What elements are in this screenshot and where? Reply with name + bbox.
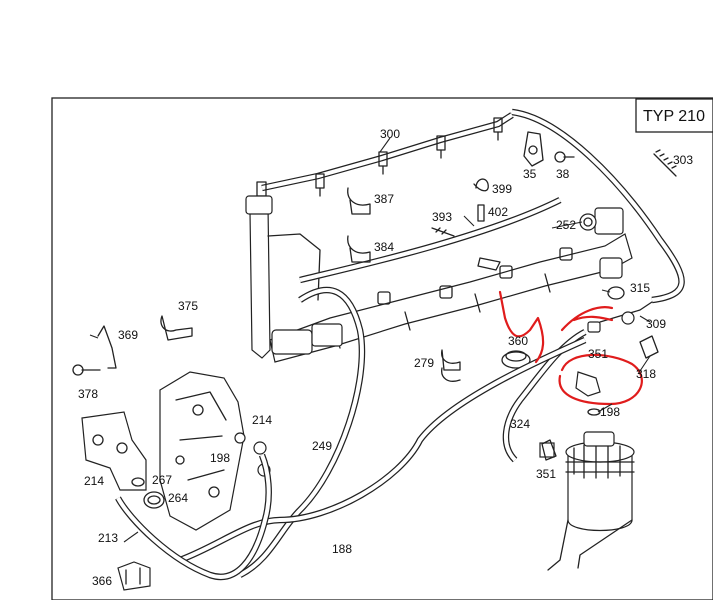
part-labels: 300 303 35 38 399 387 402 393 252 384 31… (78, 127, 693, 588)
part-303-spring (653, 149, 677, 177)
line-188 (178, 337, 587, 564)
red-markup (498, 290, 643, 406)
fuel-filter (539, 431, 635, 571)
label-402: 402 (488, 205, 508, 219)
part-399-clip (473, 178, 489, 192)
label-366: 366 (92, 574, 112, 588)
return-line (511, 108, 685, 304)
label-378: 378 (78, 387, 98, 401)
red-markup-check-351 (560, 306, 614, 332)
part-369-bracket (97, 325, 117, 369)
part-198-fitting (575, 371, 601, 416)
part-351-clip (541, 439, 557, 461)
part-267-ring (131, 477, 145, 487)
label-324: 324 (510, 417, 530, 431)
leader-lines (89, 137, 651, 543)
red-markup-line-360 (498, 290, 545, 364)
label-300: 300 (380, 127, 400, 141)
label-309: 309 (646, 317, 666, 331)
red-markup-circle-318 (558, 353, 643, 406)
part-360-clamp (501, 350, 531, 369)
label-393: 393 (432, 210, 452, 224)
part-366-bracket (117, 561, 151, 591)
label-35: 35 (523, 167, 537, 181)
label-38: 38 (556, 167, 570, 181)
part-387-clip (347, 187, 371, 215)
part-315-washer (607, 286, 625, 300)
label-318: 318 (636, 367, 656, 381)
label-267: 267 (152, 473, 172, 487)
label-198-filter: 198 (600, 405, 620, 419)
line-213 (115, 453, 272, 580)
injector (245, 195, 343, 359)
part-35-clip (523, 131, 544, 167)
part-384-clip (347, 235, 371, 263)
label-249: 249 (312, 439, 332, 453)
label-198-pump: 198 (210, 451, 230, 465)
label-264: 264 (168, 491, 188, 505)
part-279-clip (441, 349, 461, 382)
pressure-line-393 (299, 197, 562, 284)
label-360: 360 (508, 334, 528, 348)
label-188: 188 (332, 542, 352, 556)
leak-off-line (256, 112, 514, 197)
label-303: 303 (673, 153, 693, 167)
label-399: 399 (492, 182, 512, 196)
label-369: 369 (118, 328, 138, 342)
label-279: 279 (414, 356, 434, 370)
label-384: 384 (374, 240, 394, 254)
part-375-clip (160, 315, 193, 341)
label-375: 375 (178, 299, 198, 313)
part-264-seal (143, 491, 165, 509)
pump-block-214 (81, 411, 147, 491)
high-pressure-line-249 (238, 286, 366, 578)
label-214-right: 214 (252, 413, 272, 427)
label-213: 213 (98, 531, 118, 545)
label-315: 315 (630, 281, 650, 295)
label-252: 252 (556, 218, 576, 232)
type-box: TYP 210 (635, 98, 713, 133)
label-351-upper: 351 (588, 347, 608, 361)
type-label: TYP 210 (643, 108, 705, 125)
high-pressure-pump (159, 371, 245, 531)
diagram-frame (51, 97, 713, 600)
part-38-bolt (554, 151, 575, 163)
part-378-bolt (72, 364, 101, 376)
label-387: 387 (374, 192, 394, 206)
label-351-lower: 351 (536, 467, 556, 481)
label-214-left: 214 (84, 474, 104, 488)
part-252 (579, 213, 597, 231)
part-318-connector (639, 335, 659, 359)
